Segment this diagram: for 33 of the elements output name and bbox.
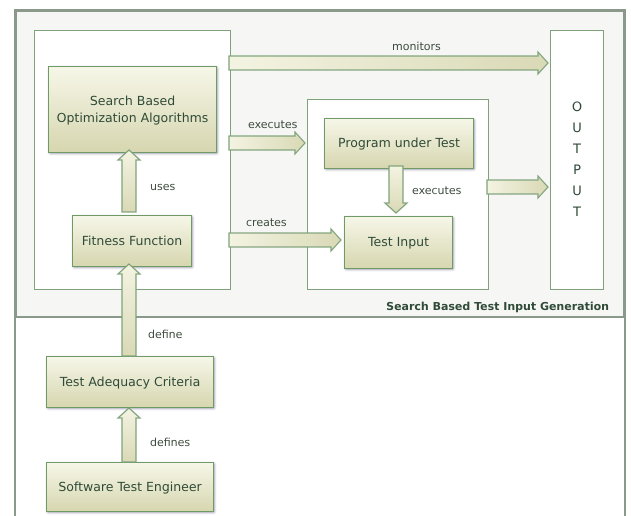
block-arrow [116, 407, 142, 463]
process-box [72, 215, 192, 267]
edge-label: define [148, 328, 182, 341]
container-box [34, 30, 231, 290]
block-arrow [116, 149, 142, 213]
node-label: Software Test Engineer [58, 478, 202, 496]
node-label: Program under Test [338, 135, 460, 152]
block-arrow [228, 130, 306, 156]
node-label: Test Input [368, 234, 429, 251]
edge-label: monitors [392, 40, 441, 53]
node-label: Fitness Function [82, 232, 182, 250]
edge-label: defines [150, 436, 190, 449]
process-box [46, 462, 214, 512]
group-title: Search Based Test Input Generation [386, 300, 609, 313]
group-box [15, 10, 625, 318]
node-label: Search Based Optimization Algorithms [56, 92, 210, 126]
output-box [550, 30, 604, 290]
block-arrow [486, 174, 549, 200]
block-arrow [116, 263, 142, 357]
process-box [344, 216, 453, 269]
block-arrow [383, 165, 409, 214]
edge-label: creates [246, 216, 287, 229]
process-box [48, 66, 217, 153]
block-arrow [228, 50, 549, 76]
process-box [324, 118, 474, 169]
edge-label: uses [150, 180, 176, 193]
process-box [46, 356, 214, 408]
node-label: OUTPUT [570, 99, 584, 222]
edge-label: executes [248, 118, 298, 131]
block-arrow [228, 227, 342, 253]
edge-label: executes [412, 184, 462, 197]
node-label: Test Adequacy Criteria [60, 374, 200, 390]
container-box [307, 99, 489, 290]
